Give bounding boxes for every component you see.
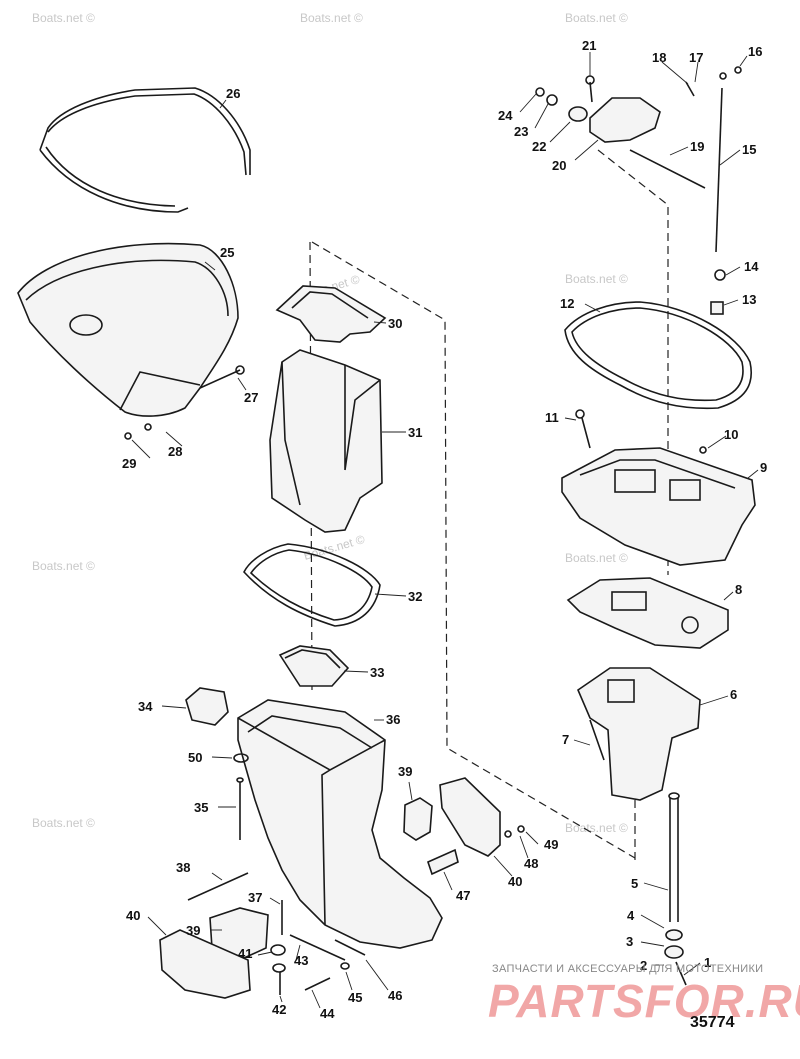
fitting-part-37 bbox=[270, 900, 286, 995]
callout-20: 20 bbox=[552, 158, 566, 173]
banner-tagline: ЗАПЧАСТИ И АКСЕССУАРЫ ДЛЯ МОТОТЕХНИКИ bbox=[492, 963, 764, 975]
watermark: Boats.net © bbox=[565, 551, 628, 565]
watermark: Boats.net © bbox=[32, 816, 95, 830]
callout-18: 18 bbox=[652, 50, 666, 65]
callout-13: 13 bbox=[742, 292, 756, 307]
callout-19: 19 bbox=[690, 139, 704, 154]
callout-32: 32 bbox=[408, 589, 422, 604]
seal-part-30 bbox=[275, 285, 387, 343]
callout-48: 48 bbox=[524, 856, 538, 871]
gasket-part-32 bbox=[243, 543, 381, 627]
callout-44: 44 bbox=[320, 1006, 335, 1021]
seal-strip-part-26 bbox=[39, 87, 251, 213]
callout-16: 16 bbox=[748, 44, 762, 59]
callout-3: 3 bbox=[626, 934, 633, 949]
callout-29: 29 bbox=[122, 456, 136, 471]
callout-17: 17 bbox=[689, 50, 703, 65]
clip-part-34 bbox=[185, 687, 229, 726]
callout-4: 4 bbox=[627, 908, 635, 923]
callout-leaders bbox=[131, 52, 759, 1009]
callout-38: 38 bbox=[176, 860, 190, 875]
callout-25: 25 bbox=[220, 245, 234, 260]
callout-5: 5 bbox=[631, 876, 638, 891]
callout-numbers: 1 2 3 4 5 6 7 8 9 10 11 12 13 14 15 16 1… bbox=[122, 38, 767, 1021]
callout-35: 35 bbox=[194, 800, 208, 815]
lower-cowl-part-25 bbox=[17, 242, 239, 417]
callout-31: 31 bbox=[408, 425, 422, 440]
gasket-part-8 bbox=[566, 577, 729, 649]
callout-36: 36 bbox=[386, 712, 400, 727]
bracket-parts-39-40-left bbox=[159, 907, 269, 999]
callout-24: 24 bbox=[498, 108, 513, 123]
cover-part-33 bbox=[278, 645, 350, 687]
driveshaft-housing-part-36 bbox=[237, 699, 443, 949]
callout-34: 34 bbox=[138, 699, 153, 714]
callout-40: 40 bbox=[508, 874, 522, 889]
screw-part-27 bbox=[124, 365, 245, 440]
bracket-parts-39-40-right bbox=[403, 777, 525, 876]
callout-45: 45 bbox=[348, 990, 362, 1005]
callout-39: 39 bbox=[398, 764, 412, 779]
gasket-part-12 bbox=[564, 301, 752, 410]
exhaust-tube-part-31 bbox=[269, 349, 383, 533]
callout-28: 28 bbox=[168, 444, 182, 459]
drive-shaft-adapter-part-6 bbox=[577, 667, 701, 801]
callout-42: 42 bbox=[272, 1002, 286, 1017]
callout-30: 30 bbox=[388, 316, 402, 331]
watermark: Boats.net © bbox=[565, 272, 628, 286]
callout-22: 22 bbox=[532, 139, 546, 154]
pin-part-38 bbox=[187, 872, 249, 901]
callout-46: 46 bbox=[388, 988, 402, 1003]
callout-15: 15 bbox=[742, 142, 756, 157]
callout-9: 9 bbox=[760, 460, 767, 475]
callout-41: 41 bbox=[238, 946, 252, 961]
callout-40: 40 bbox=[126, 908, 140, 923]
brand-logo: PARTSFOR.RU bbox=[488, 975, 800, 1027]
callout-21: 21 bbox=[582, 38, 596, 53]
callout-8: 8 bbox=[735, 582, 742, 597]
hardware-parts-43-46 bbox=[289, 934, 366, 991]
water-tube-parts-1-5 bbox=[664, 792, 687, 986]
callout-39: 39 bbox=[186, 923, 200, 938]
adapter-plate-part-9 bbox=[561, 447, 756, 566]
callout-10: 10 bbox=[724, 427, 738, 442]
callout-26: 26 bbox=[226, 86, 240, 101]
watermark: Boats.net © bbox=[32, 11, 95, 25]
watermark: Boats.net © bbox=[300, 11, 363, 25]
callout-11: 11 bbox=[545, 410, 559, 425]
callout-12: 12 bbox=[560, 296, 574, 311]
watermark: Boats.net © bbox=[32, 559, 95, 573]
callout-33: 33 bbox=[370, 665, 384, 680]
callout-50: 50 bbox=[188, 750, 202, 765]
callout-47: 47 bbox=[456, 888, 470, 903]
callout-14: 14 bbox=[744, 259, 759, 274]
callout-7: 7 bbox=[562, 732, 569, 747]
callout-37: 37 bbox=[248, 890, 262, 905]
diagram-number: 35774 bbox=[690, 1014, 735, 1031]
watermark: Boats.net © bbox=[565, 11, 628, 25]
callout-49: 49 bbox=[544, 837, 558, 852]
watermark: Boats.net © bbox=[565, 821, 628, 835]
callout-1: 1 bbox=[704, 955, 711, 970]
shift-rod-part-15 bbox=[685, 66, 742, 315]
callout-6: 6 bbox=[730, 687, 737, 702]
bolt-part-11 bbox=[575, 409, 707, 454]
callout-43: 43 bbox=[294, 953, 308, 968]
callout-23: 23 bbox=[514, 124, 528, 139]
callout-2: 2 bbox=[640, 958, 647, 973]
callout-27: 27 bbox=[244, 390, 258, 405]
bolt-part-35 bbox=[233, 753, 249, 840]
